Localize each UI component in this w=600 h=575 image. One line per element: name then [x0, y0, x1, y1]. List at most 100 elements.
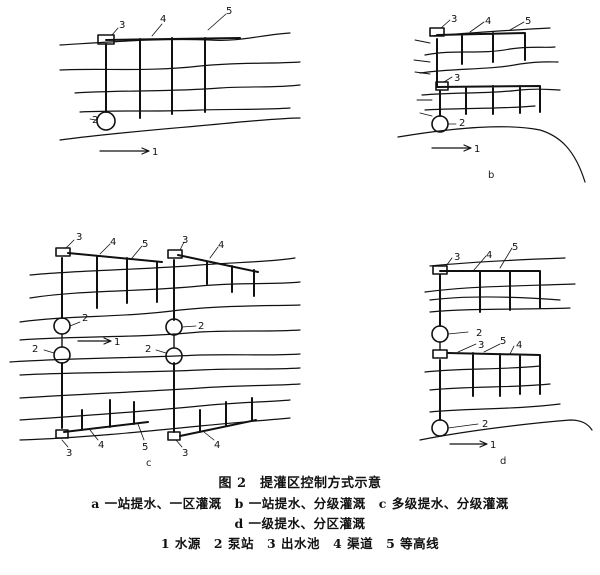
callout-3: 3	[182, 448, 188, 459]
callout-1: 1	[490, 440, 496, 451]
contour-line	[79, 107, 291, 113]
ground-line	[59, 117, 301, 141]
leader-line	[89, 13, 227, 121]
outlet-pool	[167, 249, 183, 259]
panel-label-c: c	[146, 458, 152, 469]
outlet-pool	[97, 34, 115, 45]
contour-line	[19, 367, 301, 376]
outlet-pool	[429, 27, 445, 37]
pump-station	[96, 111, 116, 131]
callout-4: 4	[516, 340, 522, 351]
callout-2: 2	[145, 344, 151, 355]
leader-line	[43, 239, 219, 448]
panel-c: 3 4 5 3 4 2 2 1 2 2 3 4 5 3 4 c	[9, 232, 301, 469]
contour-line	[29, 257, 296, 276]
canal	[139, 37, 206, 119]
canal	[63, 399, 149, 433]
panel-label-b: b	[488, 170, 494, 181]
callout-3: 3	[66, 448, 72, 459]
flow-arrow	[99, 147, 150, 155]
pump-station	[431, 325, 449, 343]
callout-3: 3	[478, 340, 484, 351]
pump-station	[53, 346, 71, 364]
callout-1: 1	[114, 337, 120, 348]
panel-label-d: d	[500, 456, 506, 467]
outlet-pool	[435, 81, 449, 91]
callout-2: 2	[476, 328, 482, 339]
callout-4: 4	[110, 237, 116, 248]
pump-station	[431, 419, 449, 437]
callout-4: 4	[98, 440, 104, 451]
contour-line	[74, 84, 301, 94]
callout-5: 5	[512, 242, 518, 253]
flow-arrow	[431, 144, 472, 152]
callout-4: 4	[214, 440, 220, 451]
ground-line	[419, 419, 593, 441]
caption-legend: 1 水源 2 泵站 3 出水池 4 渠道 5 等高线	[160, 536, 440, 551]
panel-d: 3 4 5 2 3 5 4 2 1 d	[419, 242, 593, 467]
outlet-pool	[55, 247, 71, 257]
diagram-area: 2 3 4 5 1 2 3 3 4 5 1 b	[9, 6, 593, 469]
contour-line	[424, 105, 536, 111]
contour-line	[424, 365, 541, 373]
callout-4: 4	[485, 16, 491, 27]
outlet-pool	[432, 349, 448, 359]
figure-caption: 图 2 提灌区控制方式示意 a 一站提水、一区灌溉 b 一站提水、分级灌溉 c …	[0, 474, 600, 554]
contour-line	[19, 383, 301, 399]
callout-4: 4	[160, 14, 166, 25]
pump-station	[431, 115, 449, 133]
pump-station	[53, 317, 71, 335]
outlet-pool	[167, 431, 181, 441]
pump-station	[165, 347, 183, 365]
contour-line	[419, 61, 559, 74]
callout-4: 4	[218, 240, 224, 251]
callout-5: 5	[226, 6, 232, 17]
callout-2: 2	[198, 321, 204, 332]
contour-line	[59, 61, 301, 71]
canal	[67, 252, 163, 309]
callout-5: 5	[525, 16, 531, 27]
pressure-pipe	[436, 38, 441, 117]
callout-2: 2	[32, 344, 38, 355]
contour-line	[19, 329, 301, 341]
contour-line	[429, 383, 551, 391]
callout-5: 5	[142, 442, 148, 453]
figure-title: 图 2 提灌区控制方式示意	[218, 476, 382, 491]
callout-3: 3	[119, 20, 125, 31]
contour-line	[429, 296, 561, 301]
callout-1: 1	[474, 144, 480, 155]
contour-line	[429, 257, 566, 267]
contour-line	[29, 281, 301, 299]
canal	[436, 85, 541, 115]
callout-2: 2	[82, 313, 88, 324]
panel-b: 2 3 3 4 5 1 b	[397, 14, 586, 183]
contour-line	[9, 353, 301, 363]
outlet-pool	[432, 265, 448, 275]
canal	[177, 254, 259, 297]
callout-2: 2	[482, 419, 488, 430]
pressure-pipe	[61, 333, 175, 348]
caption-line-2: d 一级提水、分区灌溉	[234, 516, 366, 531]
callout-4: 4	[486, 250, 492, 261]
contour-line	[424, 46, 556, 56]
flow-arrow	[77, 337, 112, 345]
ground-line	[397, 126, 586, 183]
contour-line	[429, 403, 561, 413]
flow-arrow	[449, 440, 488, 448]
canal	[439, 270, 541, 313]
contour-line	[424, 283, 576, 293]
contour-line	[19, 399, 291, 421]
leader-line	[445, 247, 515, 429]
canal	[179, 397, 257, 437]
contour-line	[413, 39, 433, 117]
callout-3: 3	[182, 235, 188, 246]
pump-station	[165, 318, 183, 336]
callout-1: 1	[152, 147, 158, 158]
callout-3: 3	[76, 232, 82, 243]
callout-5: 5	[500, 336, 506, 347]
panel-a: 2 3 4 5 1	[59, 6, 301, 158]
caption-line-1: a 一站提水、一区灌溉 b 一站提水、分级灌溉 c 多级提水、分级灌溉	[91, 496, 509, 511]
callout-3: 3	[454, 73, 460, 84]
pressure-pipe	[61, 257, 175, 433]
callout-2: 2	[459, 118, 465, 129]
